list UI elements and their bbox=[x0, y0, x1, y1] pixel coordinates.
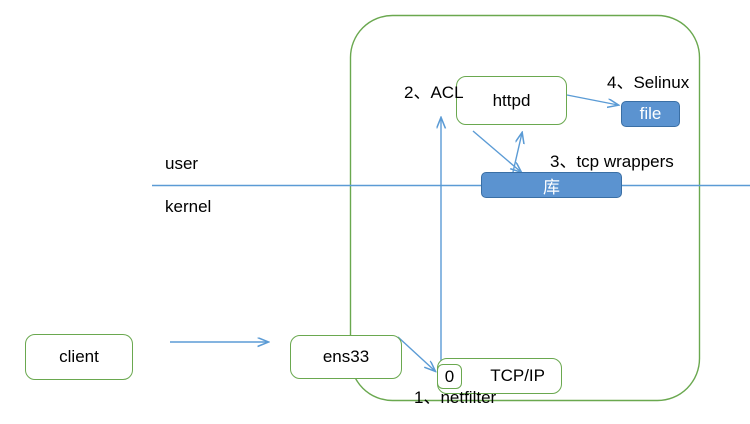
httpd-box[interactable]: httpd bbox=[456, 76, 567, 125]
label-step3-tcp-wrappers: 3、tcp wrappers bbox=[550, 147, 674, 172]
label-user-text: user bbox=[165, 154, 199, 173]
ens33-box[interactable]: ens33 bbox=[290, 335, 402, 379]
library-box-label: 库 bbox=[543, 177, 560, 197]
label-step4-text: 4、Selinux bbox=[607, 73, 690, 92]
arrow-ens33-to-netfilter bbox=[397, 336, 435, 371]
label-step2-acl: 2、ACL bbox=[404, 78, 464, 103]
arrow-httpd-to-library bbox=[472, 130, 521, 172]
file-box[interactable]: file bbox=[621, 101, 680, 127]
ens33-box-label: ens33 bbox=[322, 347, 370, 366]
label-step3-text: 3、tcp wrappers bbox=[550, 152, 674, 171]
netfilter-zero-label: 0 bbox=[444, 366, 455, 386]
label-step1-text: 1、netfilter bbox=[414, 388, 497, 407]
label-step4-selinux: 4、Selinux bbox=[607, 68, 689, 93]
label-step2-text: 2、ACL bbox=[404, 83, 464, 102]
library-box[interactable]: 库 bbox=[481, 172, 622, 198]
client-box-label: client bbox=[59, 347, 99, 366]
tcpip-box-label: TCP/IP bbox=[490, 366, 545, 385]
client-box[interactable]: client bbox=[25, 334, 133, 380]
arrow-httpd-to-file bbox=[566, 94, 618, 105]
label-kernel-text: kernel bbox=[165, 197, 212, 216]
label-step1-netfilter: 1、netfilter bbox=[414, 383, 496, 408]
netfilter-zero-box[interactable]: 0 bbox=[437, 364, 462, 389]
httpd-box-label: httpd bbox=[492, 90, 531, 110]
server-enclosure-outline bbox=[349, 14, 701, 402]
label-user: user bbox=[165, 154, 198, 174]
label-kernel: kernel bbox=[165, 197, 211, 217]
file-box-label: file bbox=[639, 104, 662, 123]
arrow-library-to-httpd bbox=[512, 133, 522, 173]
